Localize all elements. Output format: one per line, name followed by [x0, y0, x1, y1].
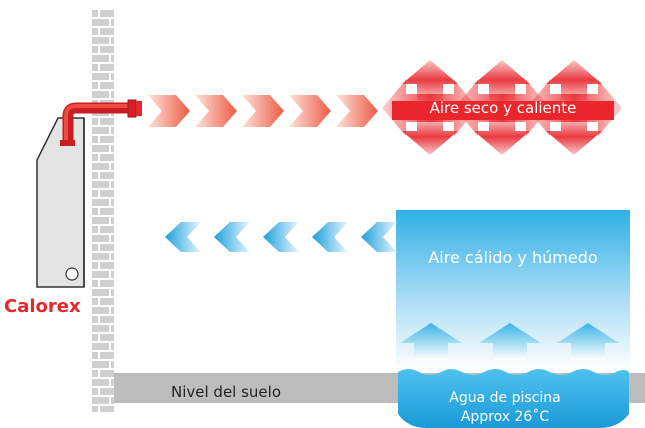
ground-level-label: Nivel del suelo: [171, 383, 282, 401]
evaporation-arrows: [400, 323, 619, 360]
unit-indicator-icon: [65, 267, 79, 281]
dehumidifier-unit: [36, 117, 85, 288]
pool-water: [398, 369, 629, 428]
pool-water-label: Agua de piscina: [449, 390, 561, 406]
brand-logo: Calorex: [4, 296, 81, 317]
humid-air-arrows: [165, 222, 397, 252]
warm-air-arrows: [148, 95, 378, 127]
warm-dry-air-label: Aire seco y caliente: [429, 99, 577, 117]
pool-temperature-label: Approx 26˚C: [460, 409, 550, 425]
exhaust-duct: [60, 99, 142, 146]
warm-air-dispersion-arrows: [382, 60, 622, 155]
brick-wall: [92, 10, 114, 412]
warm-humid-air-label: Aire cálido y húmedo: [428, 248, 598, 267]
